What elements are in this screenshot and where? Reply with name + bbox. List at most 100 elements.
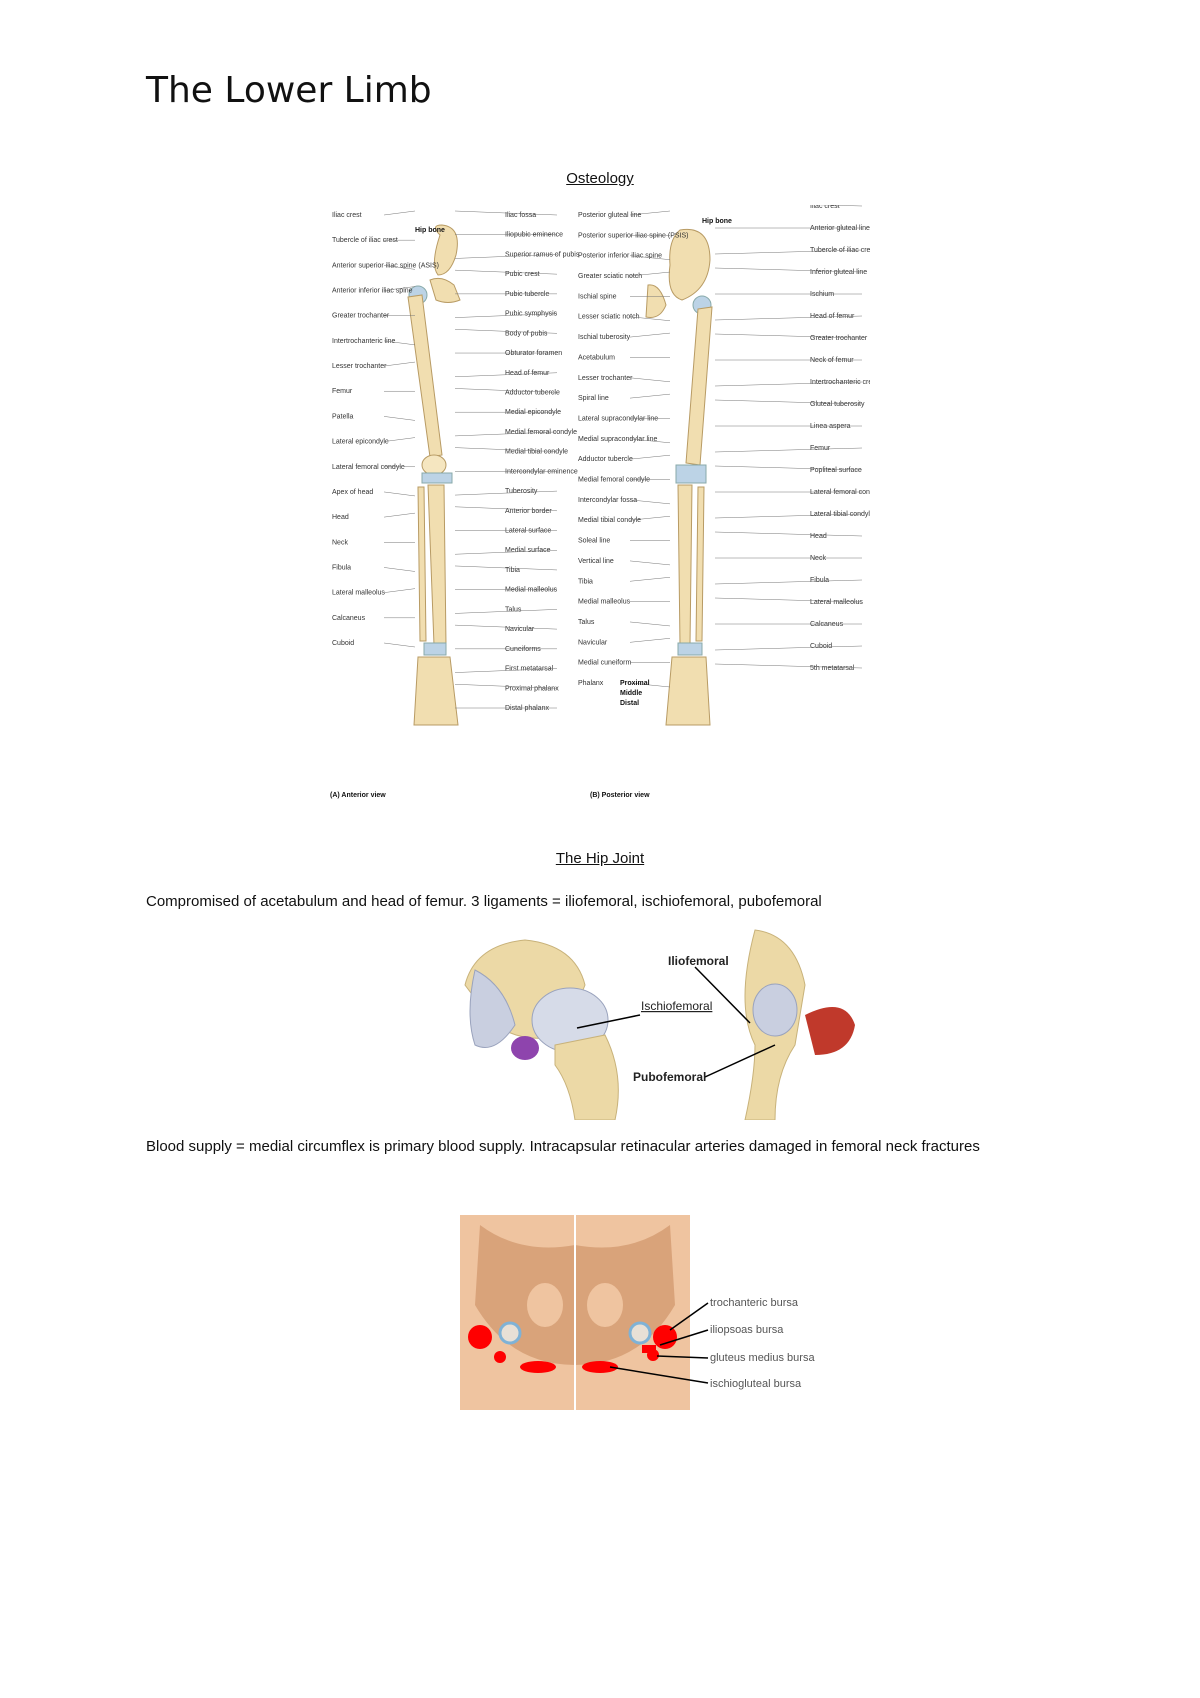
posterior-left-label: Medial femoral condyle [578, 477, 650, 484]
capsule-lateral [752, 983, 798, 1037]
posterior-left-leader-line [629, 638, 671, 643]
anterior-left-label: Lateral epicondyle [332, 439, 389, 446]
anterior-right-label: Head of femur [505, 370, 550, 377]
posterior-left-label: Medial supracondylar line [578, 436, 657, 443]
posterior-left-label: Adductor tubercle [578, 456, 633, 463]
posterior-fibula [695, 486, 705, 642]
posterior-left-label: Medial tibial condyle [578, 517, 641, 524]
anterior-right-label: Body of pubis [505, 330, 548, 337]
anterior-right-leader-line [454, 388, 558, 393]
anterior-hip-bone-label: Hip bone [415, 227, 445, 234]
ligament-arrows [576, 966, 776, 1078]
anterior-left-label: Greater trochanter [332, 313, 390, 320]
anterior-tibia [427, 484, 447, 646]
posterior-right-label: Neck of femur [810, 357, 854, 364]
ischiogluteal-bursa-right [582, 1361, 618, 1373]
anterior-caption: (A) Anterior view [330, 792, 386, 799]
posterior-left-label: Posterior gluteal line [578, 212, 642, 219]
femur-head-left [498, 1321, 522, 1345]
anterior-left-leader-line [383, 512, 416, 518]
anterior-left-label: Head [332, 514, 349, 521]
posterior-left-leader-line [629, 377, 671, 383]
anterior-right-leader-line [454, 447, 558, 452]
anterior-left-label: Neck [332, 539, 348, 546]
anterior-right-leader-line [454, 609, 558, 614]
anterior-right-label: Medial epicondyle [505, 409, 561, 416]
anterior-right-leader-line [454, 668, 558, 673]
posterior-left-label: Ischial tuberosity [578, 334, 631, 341]
phalanx-part-label: Distal [620, 700, 639, 707]
anterior-left-label: Anterior superior iliac spine (ASIS) [332, 262, 439, 269]
posterior-right-label: Inferior gluteal line [810, 269, 867, 276]
anterior-right-label: Intercondylar eminence [505, 468, 578, 475]
anterior-left-label: Lateral malleolus [332, 590, 385, 597]
ischiogluteal-arrow [609, 1366, 709, 1384]
anterior-hip-bone [434, 224, 458, 276]
muscle-lateral [805, 1007, 855, 1055]
anterior-right-label: Iliac fossa [505, 212, 536, 219]
posterior-left-label: Phalanx [578, 680, 604, 687]
anterior-right-label: Medial malleolus [505, 587, 558, 594]
anterior-right-label: Talus [505, 606, 522, 613]
hip-ligaments-figure: Iliofemoral Ischiofemoral Pubofemoral [455, 925, 875, 1120]
ischiogluteal-bursa-label: ischiogluteal bursa [710, 1378, 802, 1390]
pubofemoral-label: Pubofemoral [633, 1070, 706, 1084]
anterior-right-label: Distal phalanx [505, 705, 549, 712]
iliopsoas-bursa-left [494, 1351, 506, 1363]
phalanx-part-label: Middle [620, 690, 642, 697]
phalanx-part-label: Proximal [620, 680, 650, 687]
iliopsoas-bursa-label: iliopsoas bursa [710, 1324, 784, 1336]
posterior-left-leader-line [629, 454, 671, 460]
posterior-left-label: Tibia [578, 578, 593, 585]
anterior-right-label: Obturator foramen [505, 350, 562, 357]
posterior-right-leader-line [816, 205, 863, 207]
posterior-right-leader-line [714, 381, 863, 387]
anterior-left-label: Cuboid [332, 640, 354, 647]
posterior-right-leader-line [714, 249, 863, 255]
posterior-left-leader-line [629, 577, 671, 582]
anterior-left-label: Intertrochanteric line [332, 338, 396, 345]
posterior-left-leader-line [629, 332, 671, 338]
anterior-left-leader-line [383, 588, 416, 593]
anterior-left-label: Tubercle of iliac crest [332, 237, 398, 244]
posterior-left-leader-line [629, 560, 671, 566]
iliofemoral-ligament [469, 969, 516, 1048]
iliofemoral-arrow [694, 966, 751, 1024]
posterior-left-label: Acetabulum [578, 354, 615, 361]
anterior-left-leader-line [383, 416, 416, 421]
anterior-left-label: Lesser trochanter [332, 363, 387, 370]
posterior-caption: (B) Posterior view [590, 792, 650, 799]
anterior-right-label: Tibia [505, 567, 520, 574]
anterior-left-leader-line [383, 361, 416, 367]
anterior-right-leader-line [454, 506, 558, 512]
posterior-femur [685, 306, 713, 466]
anterior-right-label: Tuberosity [505, 488, 538, 495]
posterior-right-label: Ischium [810, 291, 834, 298]
anterior-left-label: Anterior inferior iliac spine [332, 288, 413, 295]
posterior-right-label: Fibula [810, 577, 829, 584]
anterior-right-label: Pubic symphysis [505, 311, 558, 318]
anterior-left-label: Apex of head [332, 489, 373, 496]
posterior-left-label: Greater sciatic notch [578, 273, 642, 280]
gluteus-medius-bursa-label: gluteus medius bursa [710, 1352, 815, 1364]
anterior-pubis [429, 277, 461, 303]
anterior-left-leader-line [383, 210, 416, 216]
anterior-right-leader-line [454, 210, 558, 216]
anterior-knee [421, 472, 453, 484]
anterior-right-label: Adductor tubercle [505, 389, 560, 396]
posterior-right-leader-line [714, 333, 863, 339]
posterior-left-label: Vertical line [578, 558, 614, 565]
trochanteric-bursa-right [653, 1325, 677, 1349]
anterior-right-leader-line [454, 431, 558, 437]
posterior-left-leader-line [629, 255, 671, 260]
hip-bursae-figure: trochanteric bursa iliopsoas bursa glute… [460, 1215, 860, 1410]
posterior-left-label: Navicular [578, 639, 608, 646]
posterior-left-label: Posterior inferior iliac spine [578, 253, 662, 260]
anterior-left-label: Lateral femoral condyle [332, 464, 405, 471]
ligament-anterior-view [464, 939, 619, 1120]
posterior-right-label: Calcaneus [810, 621, 844, 628]
posterior-foot [665, 656, 711, 726]
anterior-right-label: Medial surface [505, 547, 551, 554]
